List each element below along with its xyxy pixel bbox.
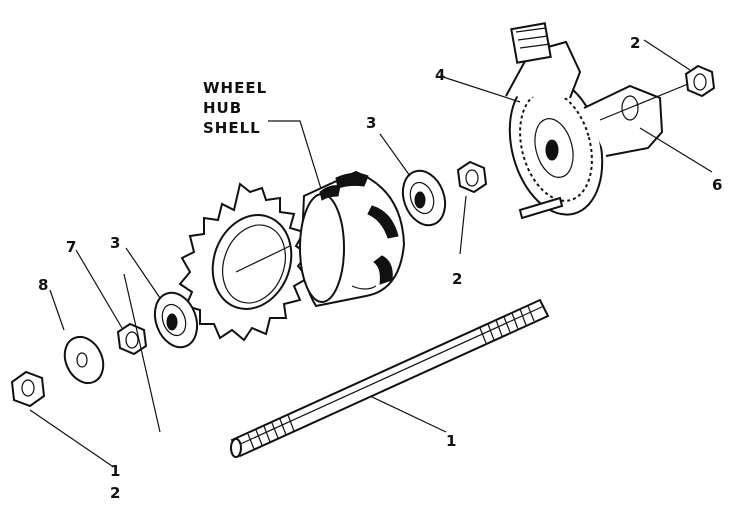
- shell-leader-line: [268, 120, 323, 193]
- axle-leader-line: [369, 395, 447, 433]
- bearing-cone-left: [125, 247, 199, 349]
- callout-4: 4: [435, 66, 445, 84]
- brake-assembly-part: [439, 22, 664, 220]
- callout-7: 7: [66, 238, 76, 256]
- sprocket-part: [178, 182, 310, 342]
- callout-3-right: 3: [366, 114, 376, 132]
- wheel-hub-shell-label: WHEEL HUB SHELL: [203, 79, 323, 193]
- lock-nut-part: [75, 249, 161, 433]
- callout-2-bottom: 2: [110, 484, 120, 502]
- axle-left-threads: [247, 414, 295, 450]
- axle-right-threads: [479, 305, 535, 344]
- part6-leader-line: [639, 127, 713, 173]
- label-line-hub: HUB: [203, 99, 242, 117]
- nut-middle: [456, 160, 488, 255]
- nut-top-right: [599, 39, 716, 121]
- hub-shell-part: [299, 170, 406, 308]
- callout-8: 8: [38, 276, 48, 294]
- bearing-cone-right: [379, 133, 447, 227]
- label-line-wheel: WHEEL: [203, 79, 267, 97]
- callout-1-axle: 1: [446, 432, 456, 450]
- washer-part: [49, 289, 105, 385]
- axle-part: [230, 298, 550, 458]
- callout-numbers: 2 4 3 6 2 7 3 8 1 1 2: [38, 34, 722, 502]
- nut-bottom-left: [10, 370, 113, 467]
- callout-2-top-right: 2: [630, 34, 640, 52]
- callout-2-mid: 2: [452, 270, 462, 288]
- callout-1-bottom: 1: [110, 462, 120, 480]
- callout-6: 6: [712, 176, 722, 194]
- callout-3-left: 3: [110, 234, 120, 252]
- label-line-shell: SHELL: [203, 119, 261, 137]
